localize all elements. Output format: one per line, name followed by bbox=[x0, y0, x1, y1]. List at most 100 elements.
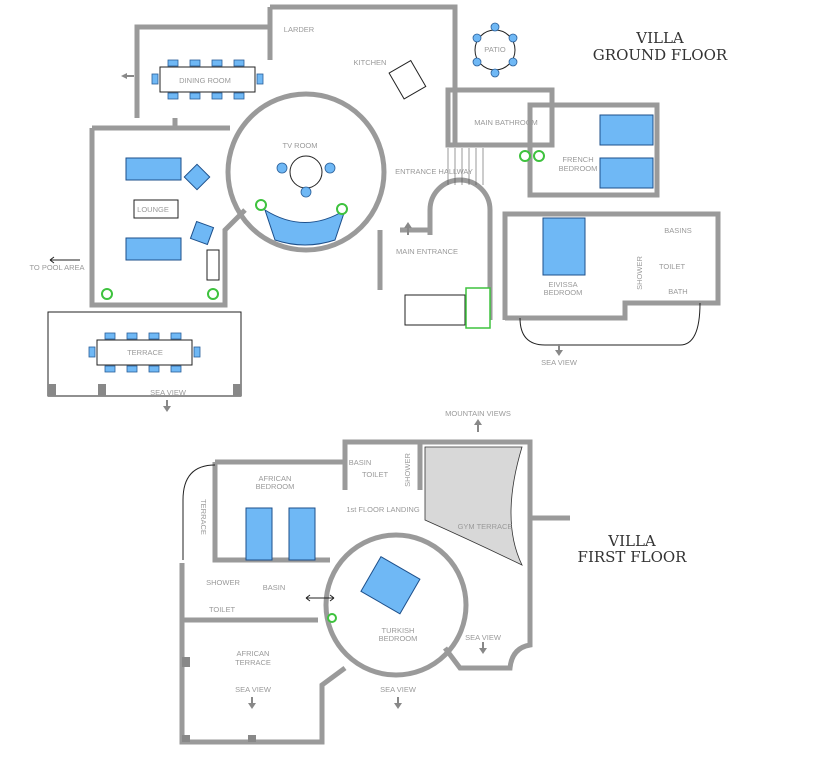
label-toilet-top: TOILET bbox=[362, 470, 389, 479]
label-african-terrace-2: TERRACE bbox=[235, 658, 271, 667]
label-eivissa-bedroom-2: BEDROOM bbox=[544, 288, 583, 297]
french-bed bbox=[599, 114, 654, 146]
eivissa-bedroom-walls bbox=[502, 211, 721, 321]
terrace-pillar bbox=[182, 735, 190, 742]
label-mountain-views: MOUNTAIN VIEWS bbox=[445, 409, 511, 418]
gym-terrace-walls bbox=[420, 439, 533, 671]
label-african-terrace-1: AFRICAN bbox=[237, 649, 270, 658]
terrace-pillar bbox=[98, 384, 106, 396]
terrace-pillar bbox=[248, 735, 256, 742]
chair bbox=[324, 162, 336, 174]
label-sea-view-terrace: SEA VIEW bbox=[150, 388, 187, 397]
label-shower: SHOWER bbox=[635, 256, 644, 290]
entrance-planter bbox=[465, 287, 491, 329]
plant-icon bbox=[327, 613, 337, 623]
label-terrace-first: TERRACE bbox=[199, 499, 208, 535]
chair bbox=[276, 162, 288, 174]
dining-room-walls bbox=[134, 4, 458, 131]
label-kitchen: KITCHEN bbox=[354, 58, 387, 67]
label-tv-room: TV ROOM bbox=[283, 141, 318, 150]
down-arrow-icon bbox=[555, 344, 563, 356]
label-shower: SHOWER bbox=[206, 578, 240, 587]
ground-floor: VILLA GROUND FLOOR LARDER KITCHEN PATIO … bbox=[29, 4, 728, 412]
left-arrow-icon bbox=[49, 256, 80, 264]
french-bed bbox=[599, 157, 654, 189]
gym-sail-shade bbox=[424, 446, 523, 566]
label-larder: LARDER bbox=[284, 25, 315, 34]
label-to-pool-area: TO POOL AREA bbox=[29, 263, 84, 272]
eivissa-terrace-curve bbox=[519, 302, 701, 346]
plant-icon bbox=[101, 288, 113, 300]
lounge-walls bbox=[89, 125, 247, 308]
ground-floor-title-line2: GROUND FLOOR bbox=[593, 46, 728, 64]
label-french-bedroom-1: FRENCH bbox=[562, 155, 593, 164]
label-main-entrance: MAIN ENTRANCE bbox=[396, 247, 458, 256]
label-turkish-bedroom-2: BEDROOM bbox=[379, 634, 418, 643]
kitchen-walls bbox=[377, 90, 458, 290]
terrace-table bbox=[96, 339, 193, 366]
lounge-sofa bbox=[125, 237, 182, 261]
label-french-bedroom-2: BEDROOM bbox=[559, 164, 598, 173]
down-arrow-icon bbox=[394, 697, 402, 709]
label-patio: PATIO bbox=[484, 45, 506, 54]
lounge-sofa bbox=[125, 157, 182, 181]
patio-chairs bbox=[472, 22, 518, 78]
label-basin-top: BASIN bbox=[349, 458, 372, 467]
label-basins: BASINS bbox=[664, 226, 692, 235]
eivissa-bed bbox=[542, 217, 586, 276]
first-floor-title-line1: VILLA bbox=[607, 532, 656, 550]
label-african-bedroom-1: AFRICAN bbox=[259, 474, 292, 483]
african-bed bbox=[245, 507, 273, 561]
double-arrow-icon bbox=[305, 594, 335, 602]
first-floor-title-line2: FIRST FLOOR bbox=[578, 548, 688, 566]
plant-icon bbox=[255, 199, 267, 211]
label-sea-view-gym: SEA VIEW bbox=[465, 633, 502, 642]
label-african-bedroom-2: BEDROOM bbox=[256, 482, 295, 491]
lounge-cabinet bbox=[206, 249, 220, 281]
label-main-bathroom: MAIN BATHROOM bbox=[474, 118, 538, 127]
plant-icon bbox=[533, 150, 545, 162]
tv-room-walls bbox=[225, 91, 387, 253]
label-landing: 1st FLOOR LANDING bbox=[346, 505, 420, 514]
chair bbox=[300, 186, 312, 198]
armchair bbox=[183, 163, 211, 191]
down-arrow-icon bbox=[163, 400, 171, 412]
label-sea-view-eivissa: SEA VIEW bbox=[541, 358, 578, 367]
tv-room-sofa bbox=[264, 208, 346, 246]
terrace-pillar bbox=[182, 657, 190, 667]
tv-room-table bbox=[289, 155, 323, 189]
label-toilet: TOILET bbox=[659, 262, 686, 271]
shower-toilet-walls bbox=[179, 563, 347, 745]
african-bed bbox=[288, 507, 316, 561]
label-terrace: TERRACE bbox=[127, 348, 163, 357]
up-arrow-icon bbox=[474, 419, 482, 432]
label-eivissa-bedroom-1: EIVISSA bbox=[548, 280, 577, 289]
french-bedroom-walls bbox=[527, 102, 660, 198]
label-gym-terrace: GYM TERRACE bbox=[458, 522, 513, 531]
down-arrow-icon bbox=[479, 642, 487, 654]
plant-icon bbox=[519, 150, 531, 162]
down-arrow-icon bbox=[248, 697, 256, 709]
armchair bbox=[189, 220, 215, 246]
first-floor: VILLA FIRST FLOOR MOUNTAIN VIEWS BASIN T… bbox=[179, 409, 688, 745]
up-arrow-icon bbox=[404, 222, 412, 235]
kitchen-table bbox=[388, 59, 427, 100]
dining-table bbox=[159, 66, 256, 93]
label-lounge: LOUNGE bbox=[137, 205, 169, 214]
label-sea-view-african: SEA VIEW bbox=[235, 685, 272, 694]
terrace-curve bbox=[182, 464, 216, 560]
terrace-outline bbox=[47, 311, 242, 397]
plant-icon bbox=[336, 203, 348, 215]
main-bathroom-walls bbox=[445, 87, 555, 148]
turkish-bed bbox=[360, 555, 421, 615]
exit-arrow-icon bbox=[121, 73, 134, 79]
label-dining-room: DINING ROOM bbox=[179, 76, 231, 85]
entrance-arch bbox=[427, 177, 493, 320]
lounge-table bbox=[133, 199, 179, 219]
entrance-step bbox=[404, 294, 466, 326]
label-bath: BATH bbox=[668, 287, 687, 296]
label-shower-top: SHOWER bbox=[403, 453, 412, 487]
turkish-bedroom-walls bbox=[323, 532, 469, 678]
terrace-chairs bbox=[88, 332, 201, 373]
